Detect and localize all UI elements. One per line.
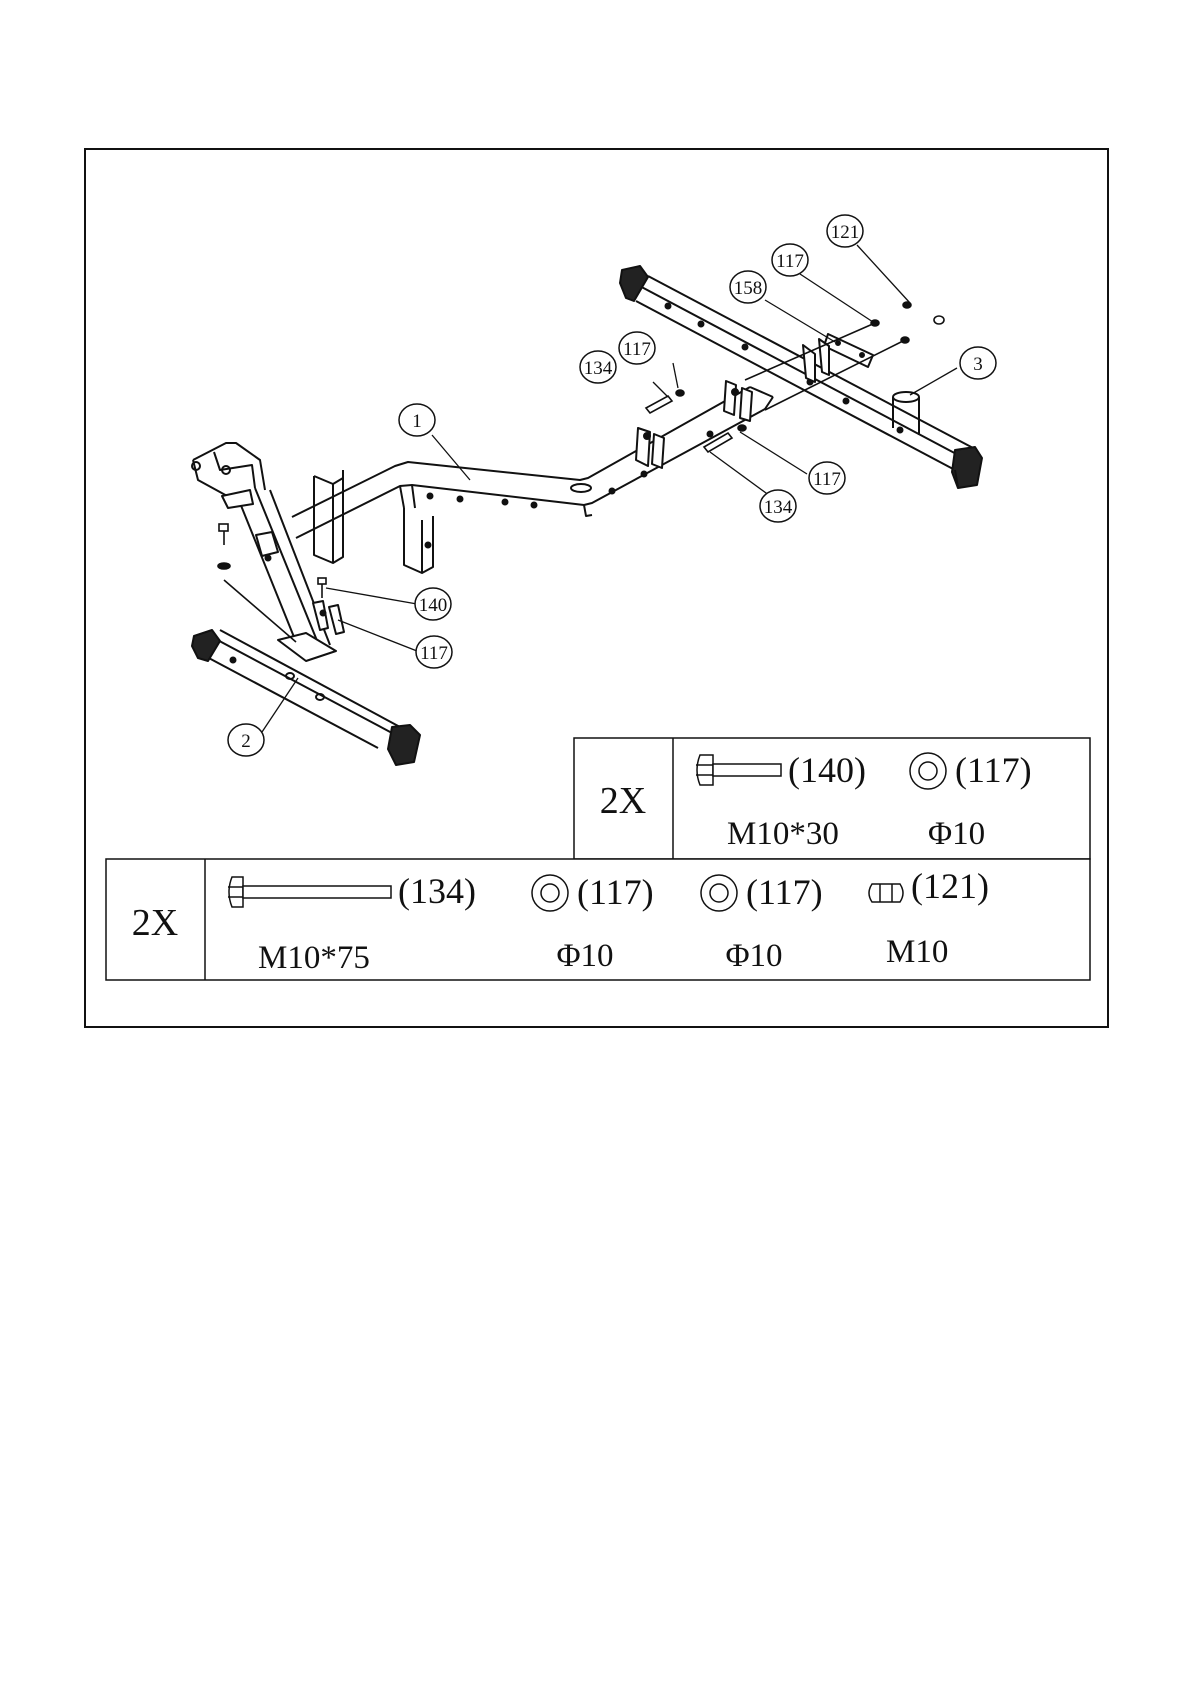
svg-text:134: 134 — [764, 497, 793, 518]
hardware-bottom-size-121: M10 — [886, 934, 948, 970]
callout-117-top: 117 — [772, 244, 808, 276]
hardware-top-size-117: Φ10 — [928, 816, 985, 852]
svg-text:140: 140 — [419, 595, 448, 616]
hardware-top-size-140: M10*30 — [727, 816, 839, 852]
hardware-bottom-part-117b: (117) — [746, 872, 823, 912]
svg-text:2: 2 — [241, 731, 251, 752]
nut-icon — [869, 884, 903, 902]
svg-text:117: 117 — [420, 643, 448, 664]
hardware-top-part-117: (117) — [955, 750, 1032, 790]
svg-text:117: 117 — [813, 469, 841, 490]
svg-text:1: 1 — [412, 411, 422, 432]
callout-117-mid: 117 — [619, 332, 655, 364]
callout-134-right: 134 — [760, 490, 796, 522]
callout-1: 1 — [399, 404, 435, 436]
hardware-top-quantity: 2X — [600, 780, 646, 822]
hardware-bottom-size-117a: Φ10 — [556, 938, 613, 974]
svg-text:134: 134 — [584, 358, 613, 379]
callout-117-low: 117 — [416, 636, 452, 668]
callout-2: 2 — [228, 724, 264, 756]
callout-117-right: 117 — [809, 462, 845, 494]
svg-text:121: 121 — [831, 222, 860, 243]
hardware-table-top: 2X (140) M10*30 (117) Φ10 — [574, 738, 1090, 859]
rear-base-tube — [620, 266, 982, 488]
hardware-bottom-part-134: (134) — [398, 871, 476, 911]
callout-158: 158 — [730, 271, 766, 303]
main-frame-tube — [292, 381, 773, 573]
hardware-table-bottom: 2X (134) M10*75 (117) Φ10 (117) Φ10 — [106, 859, 1090, 980]
svg-text:117: 117 — [776, 251, 804, 272]
callout-3: 3 — [960, 347, 996, 379]
callout-140: 140 — [415, 588, 451, 620]
frame-drawing — [192, 266, 982, 765]
svg-text:3: 3 — [973, 354, 983, 375]
front-upright — [192, 443, 344, 661]
callouts — [260, 245, 957, 735]
svg-text:117: 117 — [623, 339, 651, 360]
hardware-bottom-part-121: (121) — [911, 866, 989, 906]
svg-text:158: 158 — [734, 278, 763, 299]
hardware-bottom-part-117a: (117) — [577, 872, 654, 912]
hardware-top-part-140: (140) — [788, 750, 866, 790]
hardware-bottom-size-134: M10*75 — [258, 940, 370, 976]
callout-134-top: 134 — [580, 351, 616, 383]
hardware-bottom-quantity: 2X — [132, 902, 178, 944]
hardware-bottom-size-117b: Φ10 — [725, 938, 782, 974]
callout-121-top: 121 — [827, 215, 863, 247]
